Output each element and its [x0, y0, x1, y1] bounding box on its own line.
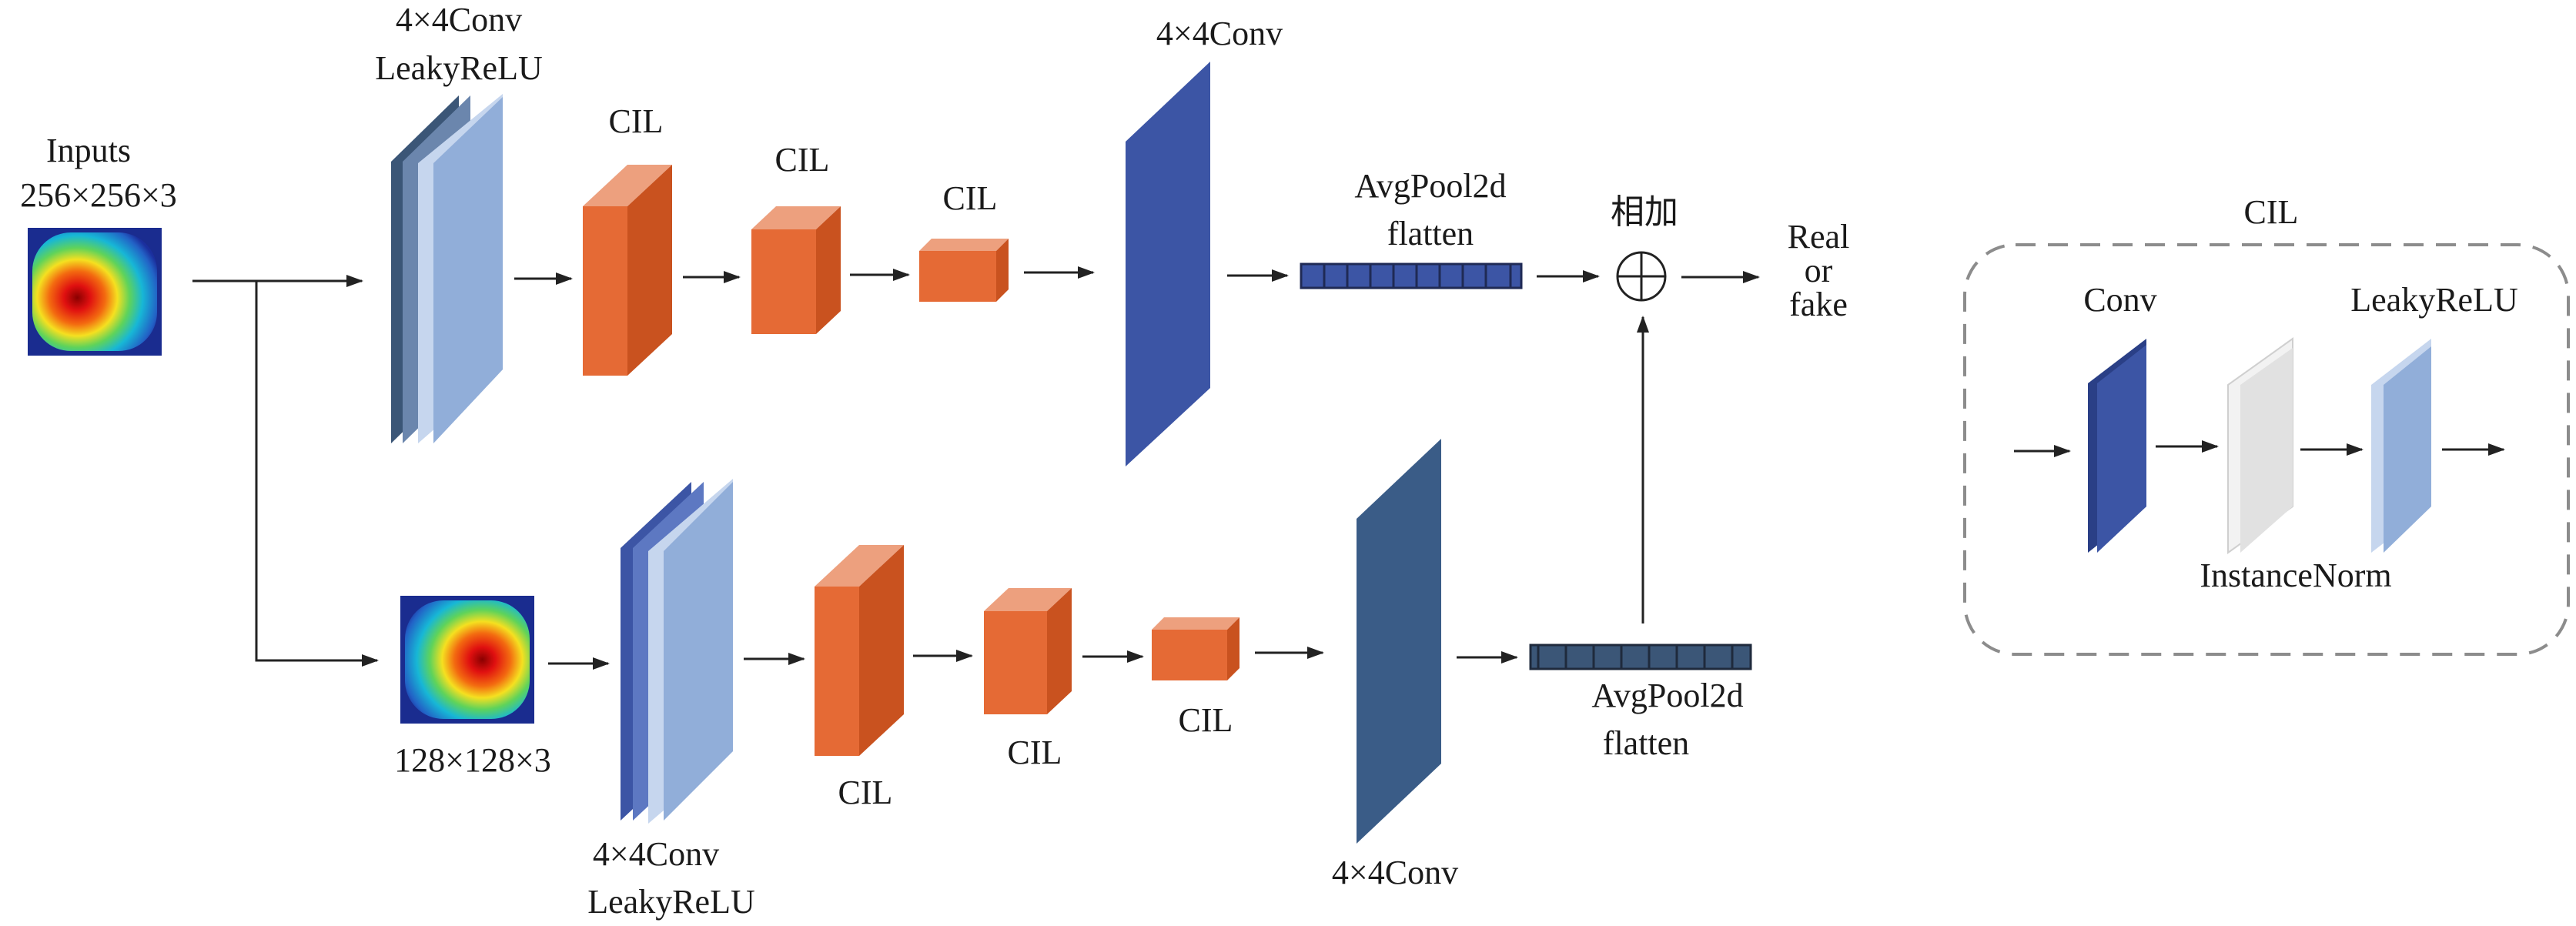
bottom-conv-label-1: 4×4Conv: [593, 835, 719, 873]
bottom-final-conv-label: 4×4Conv: [1332, 854, 1458, 891]
input-title: Inputs: [46, 132, 131, 169]
bottom-cil-label-1: CIL: [838, 774, 893, 811]
top-cil-block-2: [751, 206, 841, 334]
output-line-2: or: [1805, 252, 1833, 289]
top-conv-leaky-block: [391, 94, 503, 443]
bottom-cil-block-2: [984, 588, 1072, 714]
output-line-3: fake: [1789, 286, 1848, 323]
top-cil-label-2: CIL: [775, 141, 830, 179]
legend-norm-block: [2227, 337, 2293, 554]
top-final-conv-block: [1126, 62, 1210, 466]
add-label: 相加: [1611, 193, 1678, 231]
top-cil-label-1: CIL: [609, 102, 664, 140]
bottom-pool-label-1: AvgPool2d: [1591, 677, 1743, 714]
bottom-conv-leaky-block: [621, 479, 733, 824]
top-conv-label-1: 4×4Conv: [396, 1, 522, 38]
bottom-cil-block-3: [1152, 617, 1239, 680]
top-cil-label-3: CIL: [943, 179, 998, 217]
bottom-cil-label-3: CIL: [1179, 701, 1233, 739]
bottom-cil-label-2: CIL: [1008, 734, 1062, 771]
legend-norm-label: InstanceNorm: [2200, 557, 2391, 594]
output-line-1: Real: [1788, 218, 1850, 256]
bottom-cil-block-1: [815, 545, 904, 756]
legend-title: CIL: [2244, 193, 2299, 231]
bottom-pool-label-2: flatten: [1603, 724, 1689, 762]
arrow-to-bottom-input: [255, 281, 379, 667]
bottom-final-conv-block: [1357, 439, 1441, 844]
legend-conv-label: Conv: [2083, 281, 2156, 319]
top-pool-vector: [1300, 262, 1523, 289]
legend-leaky-block: [2371, 339, 2431, 553]
input-heatmap-top: [28, 228, 162, 356]
legend-conv-block: [2088, 339, 2146, 553]
bottom-pool-vector: [1529, 644, 1752, 670]
input-heatmap-bottom: [400, 596, 534, 724]
top-cil-block-1: [583, 165, 672, 376]
top-pool-label-1: AvgPool2d: [1354, 167, 1506, 205]
top-cil-block-3: [919, 239, 1009, 302]
top-final-conv-label: 4×4Conv: [1156, 15, 1283, 52]
add-node: [1616, 251, 1667, 302]
top-pool-label-2: flatten: [1387, 215, 1474, 252]
top-conv-label-2: LeakyReLU: [375, 49, 542, 87]
legend-leaky-label: LeakyReLU: [2350, 281, 2517, 319]
input-size-top: 256×256×3: [20, 176, 177, 214]
bottom-conv-label-2: LeakyReLU: [587, 883, 754, 921]
input-size-bottom: 128×128×3: [394, 741, 551, 779]
